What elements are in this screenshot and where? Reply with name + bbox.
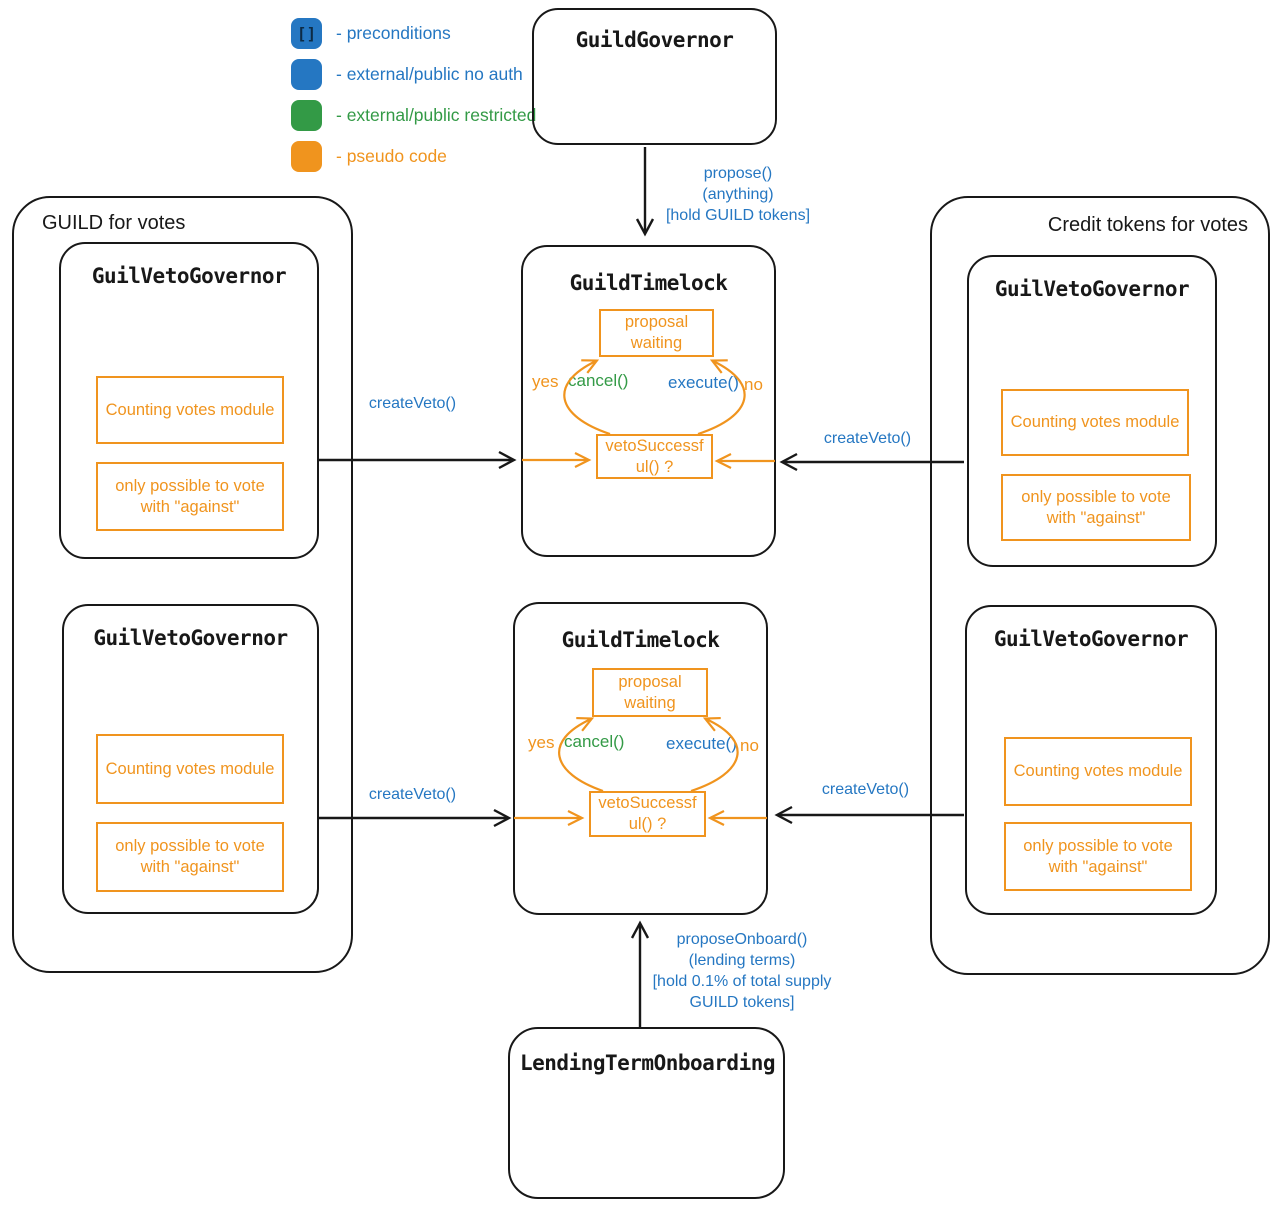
node-title: GuilVetoGovernor <box>994 277 1190 301</box>
node-lending-term-onboarding: LendingTermOnboarding <box>508 1027 785 1199</box>
node-guil-veto-governor-right-bottom: GuilVetoGovernor Counting votes module o… <box>965 605 1217 915</box>
node-guild-governor: GuildGovernor <box>532 8 777 145</box>
edge-label-propose-onboard: proposeOnboard() (lending terms) [hold 0… <box>642 929 842 1013</box>
node-title: GuilVetoGovernor <box>93 626 288 650</box>
edge-label-line: propose() <box>703 165 773 182</box>
only-against-box: only possible to vote with "against" <box>96 462 284 531</box>
legend-label: - preconditions <box>336 23 451 43</box>
node-title: GuildTimelock <box>569 271 728 295</box>
label-yes: yes <box>532 372 559 391</box>
edge-label-line: proposeOnboard() <box>676 931 808 948</box>
group-title: Credit tokens for votes <box>1047 214 1248 236</box>
label-yes: yes <box>528 733 555 752</box>
only-against-box: only possible to vote with "against" <box>96 822 284 892</box>
edge-label-propose: propose() (anything) [hold GUILD tokens] <box>648 163 828 226</box>
green-swatch-icon <box>291 100 322 131</box>
node-title: GuildGovernor <box>575 28 734 52</box>
edge-label-create-veto-bottom-right: createVeto() <box>821 781 910 798</box>
node-guild-timelock-top: GuildTimelock proposal waiting vetoSucce… <box>521 245 776 557</box>
veto-successful-box: vetoSuccessf ul() ? <box>589 791 706 837</box>
legend-item-external-public-no-auth: - external/public no auth <box>291 59 523 90</box>
only-against-box: only possible to vote with "against" <box>1004 822 1192 891</box>
edge-label-line: GUILD tokens] <box>689 994 795 1011</box>
node-title: GuilVetoGovernor <box>91 264 287 288</box>
node-guild-timelock-bottom: GuildTimelock proposal waiting vetoSucce… <box>513 602 768 915</box>
legend-label: - external/public restricted <box>336 105 537 125</box>
node-title: GuildTimelock <box>561 628 720 652</box>
only-against-box: only possible to vote with "against" <box>1001 474 1191 541</box>
node-title: LendingTermOnboarding <box>520 1051 776 1075</box>
edge-label-create-veto-bottom-left: createVeto() <box>368 786 457 803</box>
edge-label-create-veto-top-left: createVeto() <box>368 395 457 412</box>
legend-item-preconditions: [] - preconditions <box>291 18 451 49</box>
node-title: GuilVetoGovernor <box>993 627 1189 651</box>
edge-label-line: (anything) <box>702 186 774 203</box>
node-guil-veto-governor-left-top: GuilVetoGovernor Counting votes module o… <box>59 242 319 559</box>
veto-successful-box: vetoSuccessf ul() ? <box>596 434 713 479</box>
counting-votes-module-box: Counting votes module <box>96 734 284 804</box>
proposal-waiting-box: proposal waiting <box>599 309 714 357</box>
edge-label-line: [hold 0.1% of total supply <box>652 973 832 990</box>
legend-item-pseudo-code: - pseudo code <box>291 141 447 172</box>
label-execute: execute() <box>668 373 739 392</box>
counting-votes-module-box: Counting votes module <box>1004 737 1192 806</box>
label-cancel: cancel() <box>568 371 629 390</box>
legend-item-external-public-restricted: - external/public restricted <box>291 100 536 131</box>
legend-label: - pseudo code <box>336 146 447 166</box>
label-execute: execute() <box>666 734 737 753</box>
preconditions-swatch-icon: [] <box>291 18 322 49</box>
label-no: no <box>744 375 763 394</box>
group-guild-for-votes: GUILD for votes GuilVetoGovernor Countin… <box>12 196 353 973</box>
orange-swatch-icon <box>291 141 322 172</box>
node-guil-veto-governor-right-top: GuilVetoGovernor Counting votes module o… <box>967 255 1217 567</box>
group-credit-tokens-for-votes: Credit tokens for votes GuilVetoGovernor… <box>930 196 1270 975</box>
label-no: no <box>740 736 759 755</box>
proposal-waiting-box: proposal waiting <box>592 668 708 717</box>
group-title: GUILD for votes <box>42 212 186 234</box>
node-guil-veto-governor-left-bottom: GuilVetoGovernor Counting votes module o… <box>62 604 319 914</box>
blue-swatch-icon <box>291 59 322 90</box>
counting-votes-module-box: Counting votes module <box>96 376 284 444</box>
edge-label-create-veto-top-right: createVeto() <box>823 430 912 447</box>
brackets-glyph: [] <box>296 24 317 43</box>
counting-votes-module-box: Counting votes module <box>1001 389 1189 456</box>
edge-label-line: (lending terms) <box>688 952 796 969</box>
legend-label: - external/public no auth <box>336 64 523 84</box>
label-cancel: cancel() <box>564 732 625 751</box>
edge-label-line: [hold GUILD tokens] <box>665 207 811 224</box>
